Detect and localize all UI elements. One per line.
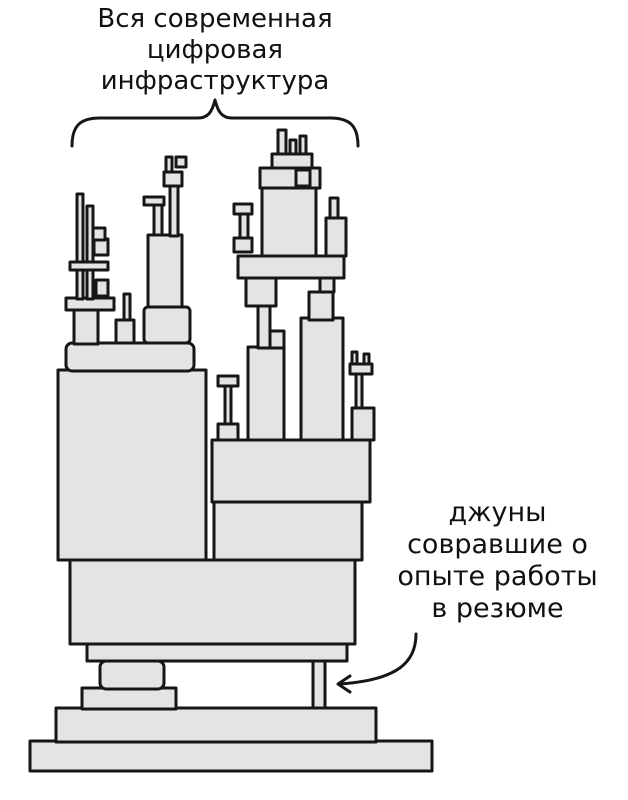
large-base-block: [68, 558, 357, 646]
right-shelf-cube: [350, 406, 376, 442]
right-stack-cube: [324, 216, 348, 258]
right-stack-stick: [328, 196, 340, 220]
left-shelf-cap: [216, 374, 240, 388]
juniors-caption-line-4: в резюме: [431, 593, 564, 624]
left-tiny-stick: [122, 292, 132, 322]
left-tiny-cube: [114, 318, 136, 345]
juniors-caption-line-1: джуны: [448, 497, 547, 528]
right-left-cube: [232, 236, 254, 254]
infrastructure-caption-line-3: инфраструктура: [100, 66, 330, 96]
right-top-stick-2: [288, 138, 298, 156]
left-thin-post-2: [85, 204, 95, 301]
left-mini-block-2: [91, 226, 107, 242]
juniors-caption-line-2: совравшие о: [407, 529, 588, 560]
right-column-joint: [268, 329, 286, 350]
middle-block: [142, 305, 192, 345]
right-narrow-column: [246, 345, 286, 442]
right-tall-cap: [307, 290, 335, 322]
right-small-block: [244, 276, 278, 308]
base-plate: [54, 706, 378, 744]
right-left-stick: [238, 210, 250, 240]
infrastructure-caption-line-1: Вся современная: [97, 4, 333, 34]
right-side-cube: [318, 276, 336, 294]
middle-tall-block: [146, 233, 184, 309]
right-ledge: [236, 254, 346, 280]
middle-top-stick-2: [174, 155, 188, 169]
right-left-cap: [232, 202, 254, 216]
middle-post: [168, 183, 180, 238]
right-shelf-stick: [350, 350, 359, 366]
right-column-link: [256, 304, 272, 350]
arrow-head: [336, 674, 352, 694]
juniors-caption-line-3: опыте работы: [397, 561, 598, 592]
junior-support-stick: [311, 658, 327, 710]
right-shelf-stick-2: [362, 352, 371, 366]
infrastructure-caption-line-2: цифровая: [146, 35, 284, 65]
left-main-block: [56, 368, 208, 562]
left-thin-post-1: [75, 192, 85, 301]
curly-brace: [70, 98, 360, 148]
left-pedestal: [98, 659, 166, 691]
left-small-cube: [72, 308, 100, 346]
right-shelf-post: [354, 368, 364, 410]
lower-beam: [85, 641, 349, 663]
left-shelf-post: [223, 382, 233, 426]
left-cap-block: [64, 341, 196, 373]
right-upper-block: [212, 500, 364, 562]
middle-top-stick-1: [164, 155, 174, 174]
right-tall-column: [299, 316, 345, 442]
juniors-caption: джуны совравшие о опыте работы в резюме: [370, 497, 625, 625]
right-top-bar: [270, 152, 314, 170]
right-stack-block: [260, 186, 318, 258]
middle-post-stub: [152, 203, 164, 237]
left-shelf-cube: [216, 422, 240, 442]
right-shelf-block: [210, 438, 372, 504]
right-top-stick-1: [276, 128, 288, 156]
left-pedestal-foot: [80, 686, 178, 711]
infrastructure-caption: Вся современная цифровая инфраструктура: [50, 4, 380, 97]
right-top-stick-3: [298, 134, 308, 156]
left-mini-bar: [68, 260, 110, 272]
middle-top-cube: [162, 170, 184, 188]
right-stack-knob: [294, 168, 312, 188]
right-shelf-bar: [348, 362, 374, 376]
left-mini-cube: [94, 278, 110, 298]
arrow-to-support: [338, 632, 418, 686]
ground-slab: [28, 739, 434, 773]
